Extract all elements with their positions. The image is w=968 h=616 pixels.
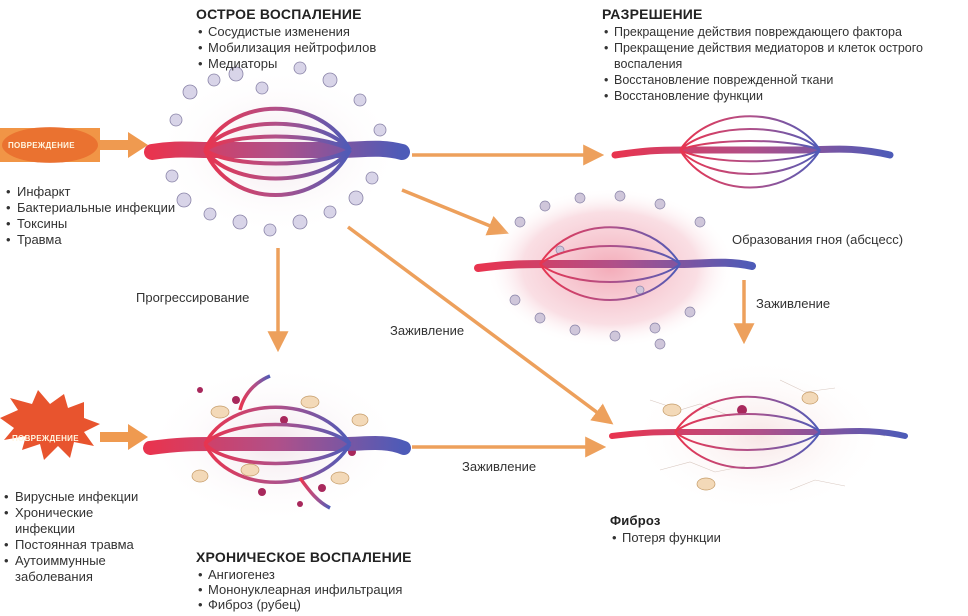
acute-injury-arrow (0, 127, 148, 163)
list-item: Прекращение действия повреждающего факто… (602, 24, 964, 40)
resolution-vessels (611, 115, 894, 189)
list-item: Аутоиммунные заболевания (4, 553, 154, 585)
acute-injury-label: ПОВРЕЖДЕНИЕ (8, 141, 75, 150)
chronic-tissue (143, 364, 411, 524)
arrow-acute-to-abscess (401, 188, 509, 236)
list-item: Прекращение действия медиаторов и клеток… (602, 40, 964, 72)
progression-label: Прогрессирование (136, 290, 250, 305)
acute-inflammation-block: ОСТРОЕ ВОСПАЛЕНИЕ Сосудистые изменения М… (196, 6, 376, 72)
list-item: Токсины (6, 216, 175, 232)
resolution-block: РАЗРЕШЕНИЕ Прекращение действия поврежда… (602, 6, 964, 104)
abscess-label: Образования гноя (абсцесс) (732, 232, 904, 247)
fibrosis-title: Фиброз (610, 513, 661, 528)
list-item: Сосудистые изменения (196, 24, 376, 40)
acute-inflammation-title: ОСТРОЕ ВОСПАЛЕНИЕ (196, 6, 362, 22)
resolution-list: Прекращение действия повреждающего факто… (602, 24, 964, 104)
list-item: Медиаторы (196, 56, 376, 72)
fibrosis-block: Фиброз Потеря функции (610, 513, 721, 546)
healing-label-right: Заживление (756, 296, 831, 311)
list-item: Ангиогенез (196, 567, 412, 582)
chronic-injury-label: ПОВРЕЖДЕНИЕ (12, 434, 79, 443)
list-item: Вирусные инфекции (4, 489, 154, 505)
list-item: Потеря функции (610, 530, 721, 546)
fibrosis-tissue (609, 358, 908, 514)
chronic-inflammation-block: ХРОНИЧЕСКОЕ ВОСПАЛЕНИЕ Ангиогенез Монону… (196, 549, 412, 612)
healing-label-bottom: Заживление (462, 459, 537, 474)
list-item: Мобилизация нейтрофилов (196, 40, 376, 56)
abscess-tissue (474, 188, 756, 350)
fibrosis-list: Потеря функции (610, 530, 721, 546)
list-item: Бактериальные инфекции (6, 200, 175, 216)
list-item: Хронические инфекции (4, 505, 154, 537)
arrow-acute-to-fibrosis (346, 225, 614, 425)
acute-tissue (144, 61, 410, 237)
acute-inflammation-list: Сосудистые изменения Мобилизация нейтроф… (196, 24, 376, 72)
chronic-inflammation-title: ХРОНИЧЕСКОЕ ВОСПАЛЕНИЕ (196, 549, 412, 565)
list-item: Фиброз (рубец) (196, 597, 412, 612)
acute-causes-list: Инфаркт Бактериальные инфекции Токсины Т… (6, 184, 175, 248)
list-item: Восстановление поврежденной ткани (602, 72, 964, 88)
healing-label-center: Заживление (390, 323, 465, 338)
resolution-title: РАЗРЕШЕНИЕ (602, 6, 703, 22)
chronic-injury-burst (0, 390, 148, 460)
list-item: Восстановление функции (602, 88, 964, 104)
list-item: Травма (6, 232, 175, 248)
list-item: Инфаркт (6, 184, 175, 200)
chronic-causes-list: Вирусные инфекции Хронические инфекции П… (4, 489, 154, 585)
flow-arrows (267, 144, 755, 458)
list-item: Мононуклеарная инфильтрация (196, 582, 412, 597)
list-item: Постоянная травма (4, 537, 154, 553)
chronic-inflammation-list: Ангиогенез Мононуклеарная инфильтрация Ф… (196, 567, 412, 612)
